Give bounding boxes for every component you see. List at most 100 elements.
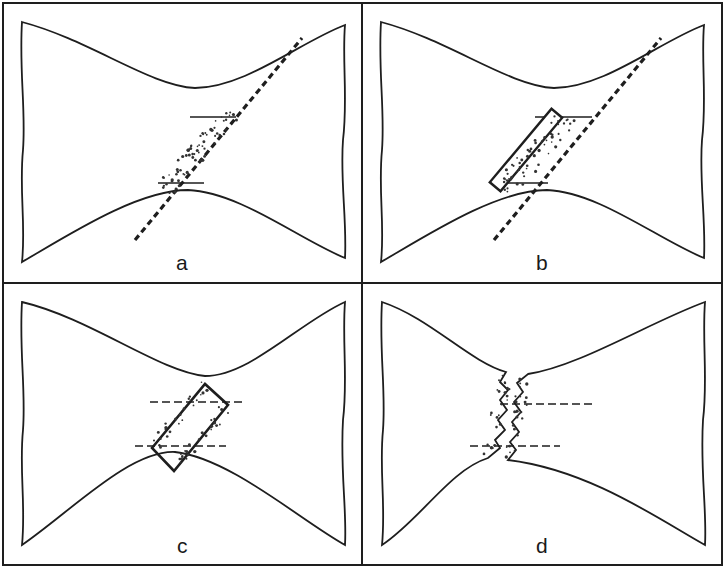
void-dot	[177, 179, 180, 182]
void-dot	[189, 396, 191, 398]
dashed-line	[470, 445, 560, 446]
void-dot	[559, 139, 561, 141]
void-dot	[546, 139, 548, 141]
void-dot	[159, 446, 162, 449]
void-dot	[516, 171, 518, 173]
void-dot	[550, 122, 552, 124]
void-dot	[201, 391, 204, 394]
void-dot	[215, 424, 218, 427]
void-dot	[496, 416, 499, 419]
void-dot	[533, 154, 536, 157]
void-dot	[210, 427, 212, 429]
void-dot	[180, 458, 183, 461]
void-dot	[540, 142, 542, 144]
void-dot	[516, 434, 519, 437]
void-dot	[551, 133, 554, 136]
void-dot	[199, 159, 202, 162]
void-dot	[180, 453, 182, 455]
void-dot	[220, 408, 223, 411]
void-dot	[520, 159, 523, 162]
void-dot	[198, 152, 200, 154]
void-dot	[173, 190, 176, 193]
void-dot	[504, 391, 507, 394]
void-dot	[225, 112, 227, 114]
void-dot	[519, 395, 521, 397]
panel-letter: b	[536, 252, 548, 273]
void-dot	[503, 181, 506, 184]
void-dot	[515, 415, 518, 418]
void-dot	[525, 396, 528, 399]
void-dot	[213, 127, 215, 129]
shear-band-line	[494, 38, 661, 240]
void-dot	[219, 424, 221, 426]
void-dot	[233, 114, 235, 116]
void-dot	[541, 140, 543, 142]
void-dot	[493, 444, 496, 447]
void-dot	[499, 423, 502, 426]
void-dot	[486, 444, 488, 446]
void-dot	[163, 177, 165, 179]
void-dot	[516, 182, 519, 185]
void-dot	[210, 429, 212, 431]
void-dot	[185, 450, 188, 453]
void-dot	[153, 439, 155, 441]
void-dot	[213, 422, 216, 425]
void-dot	[185, 458, 187, 460]
void-dot	[188, 397, 190, 399]
void-dot	[181, 155, 184, 158]
void-dot	[522, 171, 524, 173]
void-dot	[544, 144, 546, 146]
void-dot	[232, 113, 235, 116]
void-dot	[513, 428, 516, 431]
specimen-outline	[380, 22, 704, 262]
void-dot	[504, 382, 507, 385]
void-dot	[518, 168, 521, 171]
specimen-fragment	[508, 302, 705, 545]
void-dot	[191, 156, 194, 159]
specimen-outline	[21, 302, 345, 545]
void-dot	[190, 400, 192, 402]
void-dot	[563, 122, 565, 124]
void-dot	[205, 389, 208, 392]
void-dot	[164, 422, 166, 424]
void-dot	[567, 119, 569, 121]
void-dot	[492, 447, 494, 449]
void-dot	[160, 438, 162, 440]
void-dot	[519, 166, 521, 168]
void-dot	[202, 133, 204, 135]
dashed-line	[150, 401, 242, 402]
void-dot	[214, 135, 216, 137]
void-dot	[166, 435, 169, 438]
void-dot	[495, 426, 498, 429]
specimen-outline	[21, 22, 345, 262]
void-dot	[179, 413, 182, 416]
void-dot	[157, 431, 160, 434]
void-dot	[524, 401, 527, 404]
void-dot	[553, 115, 555, 117]
panel-letter: d	[536, 535, 548, 556]
tick-line	[158, 182, 204, 183]
void-dot	[203, 155, 206, 158]
void-dot	[225, 119, 227, 121]
void-dot	[214, 142, 216, 144]
panel-divider	[3, 282, 722, 284]
void-dot	[196, 149, 199, 152]
void-dot	[206, 134, 208, 136]
void-dot	[181, 419, 183, 421]
void-dot	[483, 453, 486, 456]
void-dot	[159, 437, 161, 439]
void-dot	[194, 159, 197, 162]
void-dot	[229, 111, 231, 113]
void-dot	[201, 145, 203, 147]
void-dot	[193, 405, 195, 407]
void-dot	[506, 187, 508, 189]
void-dot	[558, 133, 560, 135]
void-dot	[164, 426, 167, 429]
void-dot	[526, 164, 529, 167]
void-dot	[514, 400, 517, 403]
void-dot	[557, 120, 559, 122]
void-dot	[162, 186, 165, 189]
void-dot	[171, 178, 174, 181]
void-dot	[175, 187, 178, 190]
